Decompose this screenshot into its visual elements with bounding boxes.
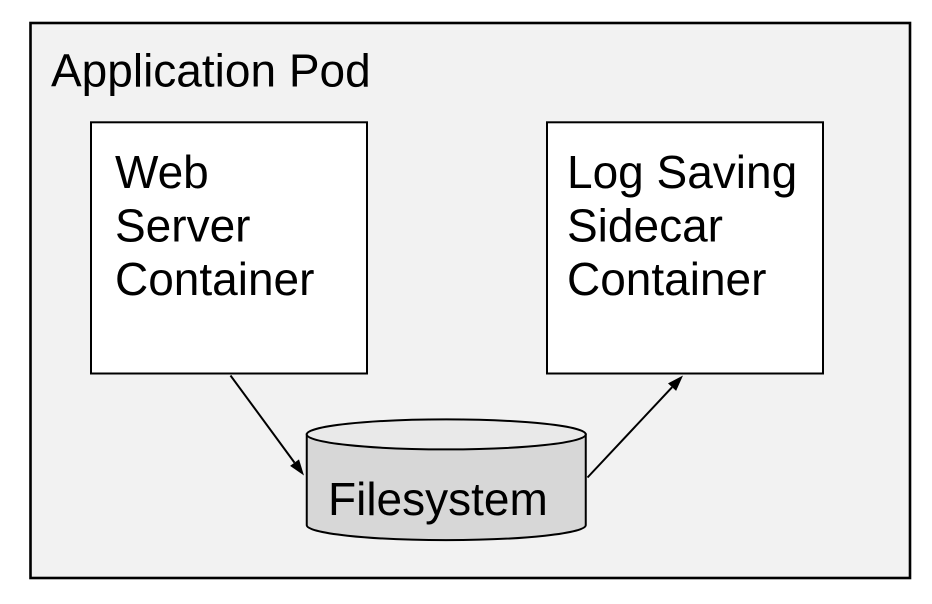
- svg-text:Server: Server: [115, 200, 250, 252]
- svg-text:Container: Container: [115, 253, 314, 305]
- svg-text:Web: Web: [115, 146, 209, 198]
- svg-text:Application Pod: Application Pod: [51, 45, 371, 97]
- svg-text:Filesystem: Filesystem: [328, 473, 548, 525]
- svg-text:Container: Container: [567, 253, 766, 305]
- svg-text:Log Saving: Log Saving: [567, 146, 797, 198]
- svg-text:Sidecar: Sidecar: [567, 200, 723, 252]
